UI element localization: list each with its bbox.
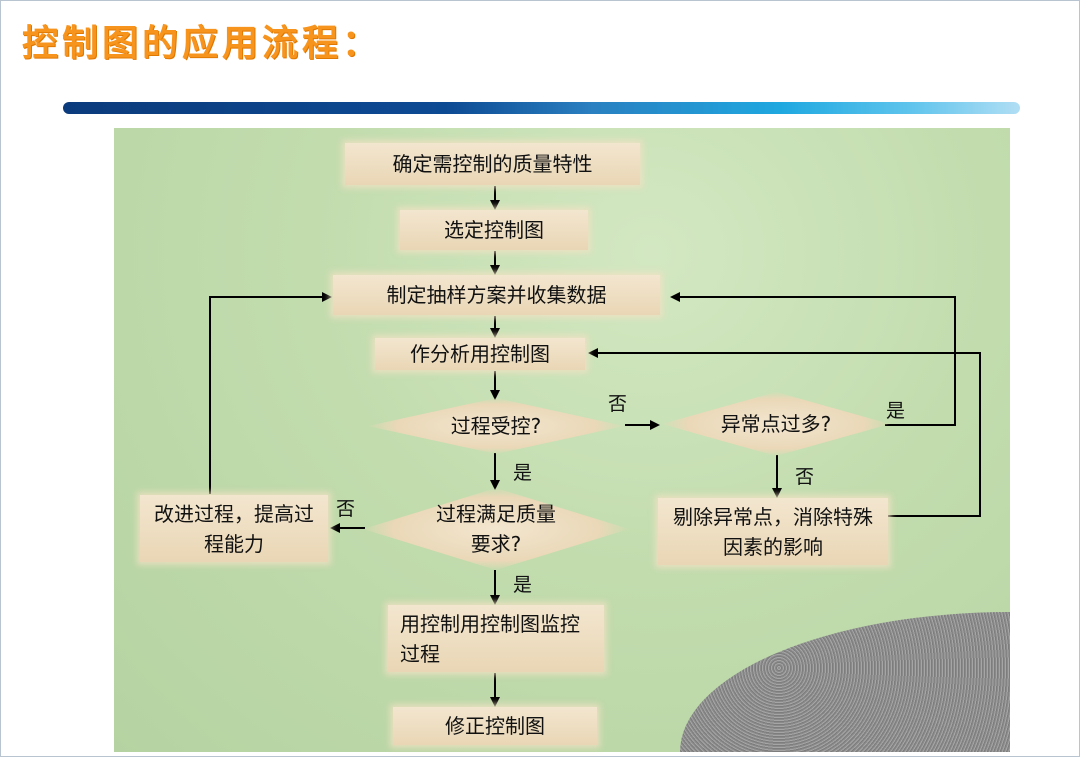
node-sampling: 制定抽样方案并收集数据: [333, 275, 660, 315]
decision-quality-ok: 过程满足质量要求?: [363, 488, 629, 570]
title-divider-bar: [63, 102, 1020, 114]
label-yes-toomany: 是: [886, 400, 906, 422]
decision-too-many-outliers: 异常点过多?: [662, 392, 890, 456]
node-analysis: 作分析用控制图: [375, 338, 585, 370]
decision-in-control: 过程受控?: [368, 398, 624, 454]
arrow-toomany-sampling: [670, 292, 956, 426]
arrow-improve-sampling: [209, 292, 332, 494]
label-yes-incontrol: 是: [513, 462, 533, 484]
label-no-quality: 否: [336, 498, 356, 520]
node-monitor: 用控制用控制图监控过程: [388, 605, 604, 672]
label-no-incontrol: 否: [608, 393, 628, 415]
node-revise: 修正控制图: [393, 707, 597, 745]
node-determine: 确定需控制的质量特性: [345, 143, 640, 185]
label-no-toomany: 否: [795, 466, 815, 488]
node-select: 选定控制图: [400, 210, 588, 250]
node-remove: 剔除异常点，消除特殊因素的影响: [658, 498, 888, 565]
node-improve: 改进过程，提高过程能力: [140, 495, 328, 562]
slide-title: 控制图的应用流程：: [22, 23, 383, 64]
label-yes-quality: 是: [513, 574, 533, 596]
arrow-remove-analysis: [588, 348, 981, 517]
